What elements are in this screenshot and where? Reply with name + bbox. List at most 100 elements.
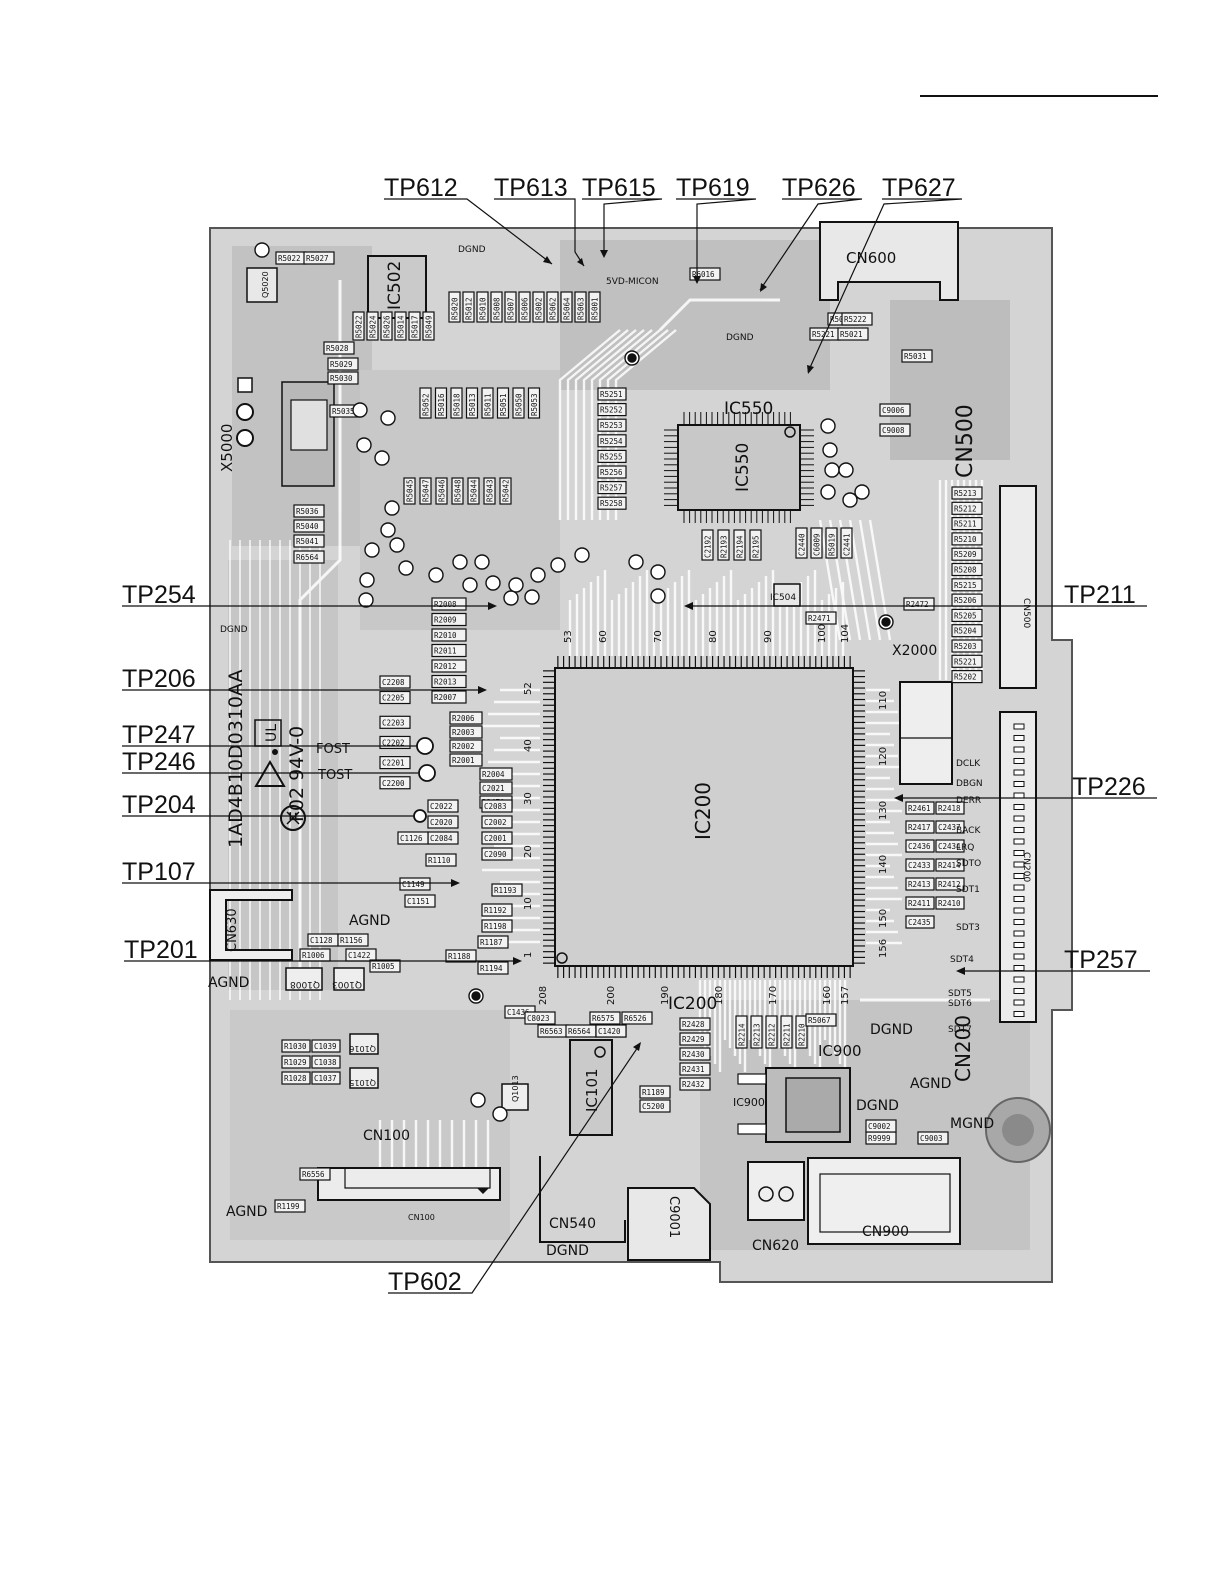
svg-text:C2090: C2090: [484, 850, 507, 859]
svg-text:R5253: R5253: [600, 421, 623, 430]
svg-text:R1189: R1189: [642, 1088, 665, 1097]
svg-text:R2013: R2013: [434, 678, 457, 687]
svg-text:R5022: R5022: [355, 315, 364, 338]
svg-text:C2022: C2022: [430, 802, 453, 811]
svg-text:R2413: R2413: [908, 880, 931, 889]
x2000-label: X2000: [892, 643, 937, 659]
svg-text:R5031: R5031: [904, 352, 927, 361]
cn600-label: CN600: [846, 249, 896, 267]
ic550-label-top: IC550: [724, 399, 773, 419]
svg-text:R5041: R5041: [296, 537, 319, 546]
small-transistors: Q1008 Q1003 Q1016 Q1015 Q1013: [285, 967, 529, 1111]
label-mgnd: MGND: [950, 1116, 994, 1132]
svg-text:C1422: C1422: [348, 951, 371, 960]
svg-text:R2211: R2211: [783, 1023, 792, 1046]
pin-bottom-190: 190: [660, 986, 671, 1005]
svg-text:C2002: C2002: [484, 818, 507, 827]
svg-text:R2010: R2010: [434, 631, 457, 640]
pcb-traces: [229, 280, 990, 1170]
svg-text:C8023: C8023: [527, 1014, 550, 1023]
svg-text:R5205: R5205: [954, 611, 977, 620]
svg-text:R5043: R5043: [486, 479, 495, 502]
tp626-label: TP626: [782, 174, 856, 202]
svg-text:R1199: R1199: [277, 1202, 300, 1211]
svg-text:R6016: R6016: [692, 270, 715, 279]
svg-text:R6564: R6564: [296, 553, 319, 562]
board-silkscreen-text: FOST TOST 5VD-MICON DGND DGND DGND DGND …: [208, 245, 994, 1259]
svg-text:C2440: C2440: [798, 533, 807, 556]
svg-text:C1149: C1149: [402, 880, 425, 889]
label-derr: DERR: [956, 796, 981, 806]
cn500-label-small: CN500: [1021, 598, 1031, 628]
pin-left-10: 10: [523, 897, 534, 910]
svg-text:C2441: C2441: [843, 533, 852, 556]
svg-text:R5208: R5208: [954, 566, 977, 575]
c9001-label: C9001: [666, 1196, 681, 1238]
svg-text:R5252: R5252: [600, 406, 623, 415]
svg-text:R5062: R5062: [549, 297, 558, 320]
svg-text:R1028: R1028: [284, 1074, 307, 1083]
svg-text:C1436: C1436: [507, 1008, 530, 1017]
svg-text:R5013: R5013: [468, 393, 477, 416]
svg-text:R2194: R2194: [736, 535, 745, 558]
svg-text:R5002: R5002: [535, 297, 544, 320]
svg-text:R2418: R2418: [938, 804, 961, 813]
tp107-label: TP107: [122, 858, 196, 886]
svg-text:R5051: R5051: [499, 393, 508, 416]
pin-bottom-180: 180: [714, 986, 725, 1005]
svg-text:R6564: R6564: [568, 1027, 591, 1036]
label-dgnd-4: DGND: [870, 1022, 913, 1038]
tp627-label: TP627: [882, 174, 956, 202]
pin-top-90: 90: [763, 630, 774, 643]
svg-text:R2193: R2193: [720, 535, 729, 558]
svg-text:R5047: R5047: [422, 479, 431, 502]
ic550-chip: IC550 IC550: [664, 399, 814, 523]
svg-text:R5063: R5063: [577, 297, 586, 320]
svg-text:R1187: R1187: [480, 938, 503, 947]
svg-text:R5021: R5021: [840, 330, 863, 339]
pin-right-120: 120: [878, 747, 889, 766]
svg-text:R5210: R5210: [954, 535, 977, 544]
label-back: BACK: [956, 826, 981, 836]
cn540-label: CN540: [549, 1216, 596, 1232]
ic900-label: IC900: [818, 1042, 862, 1060]
svg-text:R5050: R5050: [515, 393, 524, 416]
ic900-label-b: IC900: [733, 1096, 765, 1109]
cn100-connector: CN100 CN100: [317, 1128, 501, 1222]
svg-text:R5048: R5048: [454, 479, 463, 502]
svg-text:R1030: R1030: [284, 1042, 307, 1051]
tp206-label: TP206: [122, 665, 196, 693]
svg-text:C9003: C9003: [920, 1134, 943, 1143]
svg-text:R5028: R5028: [326, 344, 349, 353]
svg-text:R2210: R2210: [798, 1023, 807, 1046]
svg-text:R5254: R5254: [600, 437, 623, 446]
svg-text:R5215: R5215: [954, 581, 977, 590]
tp226-label: TP226: [1072, 773, 1146, 801]
label-sdt3: SDT3: [956, 923, 980, 933]
svg-text:R2212: R2212: [768, 1023, 777, 1046]
label-dgnd-2: DGND: [726, 333, 754, 343]
svg-text:C2434: C2434: [938, 842, 961, 851]
pin-left-40: 40: [523, 739, 534, 752]
svg-text:R5016: R5016: [437, 393, 446, 416]
q1013-label: Q1013: [511, 1075, 520, 1102]
svg-text:R2009: R2009: [434, 616, 457, 625]
svg-text:R1193: R1193: [494, 886, 517, 895]
svg-text:R2417: R2417: [908, 823, 931, 832]
svg-text:R2431: R2431: [682, 1065, 705, 1074]
tp-labels: TP612 TP613 TP615 TP619 TP626 TP627 TP25…: [122, 174, 1146, 1296]
svg-text:C2433: C2433: [908, 861, 931, 870]
svg-text:C1128: C1128: [310, 936, 333, 945]
svg-text:R5256: R5256: [600, 468, 623, 477]
svg-text:R6563: R6563: [540, 1027, 563, 1036]
svg-text:R5011: R5011: [484, 393, 493, 416]
label-dgnd-3: DGND: [220, 625, 248, 635]
q1003-label: Q1003: [332, 979, 362, 989]
svg-text:R5024: R5024: [369, 315, 378, 338]
svg-text:C2436: C2436: [908, 842, 931, 851]
svg-text:R5006: R5006: [521, 297, 530, 320]
svg-text:R2430: R2430: [682, 1050, 705, 1059]
smd-component-pads: R2008R2009R2010R2011R2012R2013R2007C2208…: [274, 251, 983, 1213]
svg-text:C2192: C2192: [704, 535, 713, 558]
pin-left-52: 52: [523, 682, 534, 695]
